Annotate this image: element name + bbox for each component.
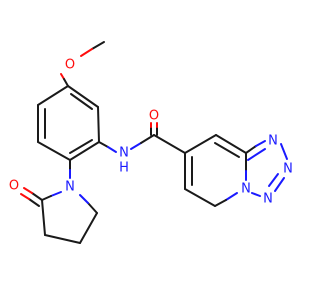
bond-benz-1	[67, 85, 99, 108]
bond-benz-3	[69, 141, 100, 161]
bond-benz-inner-2	[69, 139, 93, 154]
bonds	[20, 41, 288, 244]
bond-pyrr-4	[79, 212, 98, 244]
bond-tz-4	[251, 192, 261, 197]
amide-oxygen-label: O	[149, 109, 159, 124]
bond-aryl-nh	[98, 141, 109, 148]
bond-lactam-co-b-red	[20, 193, 30, 200]
bond-benz-2	[97, 106, 100, 143]
bond-pyrr-3	[44, 234, 81, 244]
bond-pyr-inner-1	[214, 142, 240, 158]
tetrazole-nitrogen-1-label: N	[268, 134, 278, 149]
bond-pyrr-2	[41, 199, 46, 236]
bond-tz-1	[245, 145, 257, 154]
bond-lactam-co-a	[31, 192, 43, 201]
amide-hydrogen-label: H	[119, 161, 129, 176]
tetrazole-nitrogen-2-label: N	[283, 162, 293, 177]
atom-labels: O N H O O N N N N N	[9, 58, 293, 207]
bridgehead-nitrogen-label: N	[241, 182, 251, 197]
bond-lactam-co-b	[28, 198, 40, 207]
bond-pyrr-5	[87, 202, 98, 214]
bond-pyr-2	[215, 134, 247, 154]
bond-lactam-co-a-red	[23, 187, 33, 194]
bond-o-aryl	[63, 78, 69, 87]
bond-pyrr-1b	[41, 195, 52, 201]
bond-nh-co-blue	[130, 142, 142, 150]
structure-diagram: O N H O O N N N N N	[9, 41, 293, 244]
bond-co-ring	[153, 134, 186, 154]
bond-tz-2	[280, 143, 288, 160]
pyrrolidinone-nitrogen-label: N	[65, 180, 75, 195]
lactam-oxygen-label: O	[9, 179, 19, 194]
bond-benz-6	[37, 85, 69, 106]
tetrazole-nitrogen-3-label: N	[263, 192, 273, 207]
bond-tz-1b-blue	[247, 148, 266, 161]
bond-pyr-5	[225, 192, 238, 201]
bond-pyr-6	[214, 199, 227, 207]
methoxy-oxygen-label: O	[65, 58, 75, 73]
bond-tz-3	[274, 177, 285, 192]
amide-nitrogen-label: N	[119, 146, 129, 161]
bond-pyrr-1	[50, 191, 62, 197]
bond-pyrr-5-blue	[79, 194, 89, 204]
bond-pyr-1	[184, 134, 217, 154]
bond-methyl-o-red	[80, 48, 93, 57]
bond-benz-inner-1	[70, 93, 93, 110]
bond-tz-1-blue	[255, 140, 266, 147]
bond-pyr-7	[184, 188, 216, 207]
bond-tz-3b	[268, 173, 279, 187]
bond-nh-co	[140, 134, 155, 144]
bond-aryl-nh-blue	[107, 146, 117, 153]
bond-methyl-o	[91, 41, 105, 50]
bond-benz-4	[37, 141, 71, 161]
